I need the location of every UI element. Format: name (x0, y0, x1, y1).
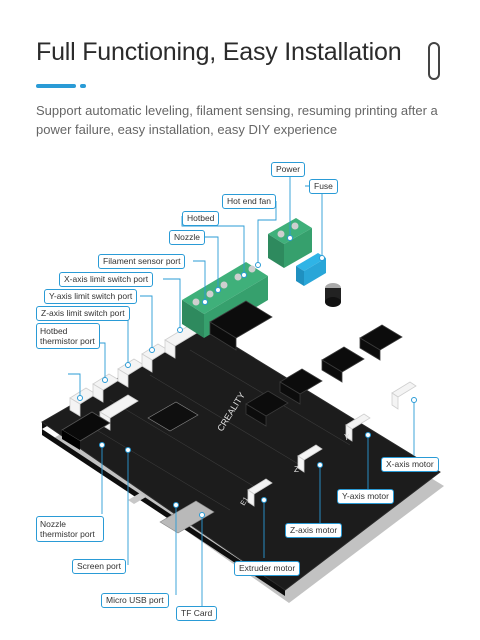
label-micro-usb-port: Micro USB port (101, 593, 169, 608)
label-hotbed: Hotbed (182, 211, 220, 226)
page-subtitle: Support automatic leveling, filament sen… (36, 103, 438, 137)
page-title: Full Functioning, Easy Installation (36, 38, 402, 66)
label-z-limit-switch-port: Z-axis limit switch port (36, 306, 130, 321)
label-filament-sensor-port: Filament sensor port (98, 254, 186, 269)
label-power: Power (271, 162, 306, 177)
label-y-axis-motor: Y-axis motor (337, 489, 394, 504)
label-z-axis-motor: Z-axis motor (285, 523, 343, 538)
title-accent-dot (80, 84, 86, 88)
title-accent-bar (36, 84, 76, 88)
label-y-limit-switch-port: Y-axis limit switch port (44, 289, 138, 304)
board-silk-e1: E1 (240, 496, 251, 507)
label-fuse: Fuse (309, 179, 338, 194)
tf-card-slot (159, 500, 215, 534)
fuse (296, 253, 326, 286)
label-extruder-motor: Extruder motor (234, 561, 301, 576)
label-nozzle-thermistor-port: Nozzle thermistor port (36, 516, 104, 542)
label-x-axis-motor: X-axis motor (381, 457, 439, 472)
mcu-chip (147, 401, 199, 432)
motherboard-diagram: CREALITY Y Z E1 (0, 150, 480, 640)
board-silk-y: Y (344, 433, 350, 442)
label-nozzle: Nozzle (169, 230, 205, 245)
label-screen-port: Screen port (72, 559, 126, 574)
label-tf-card: TF Card (176, 606, 218, 621)
label-hotbed-thermistor-port: Hotbed thermistor port (36, 323, 100, 349)
heatsinks (209, 300, 403, 427)
scroll-indicator-icon[interactable] (428, 42, 440, 80)
label-hot-end-fan: Hot end fan (222, 194, 276, 209)
board-silk-z: Z (294, 465, 299, 474)
label-x-limit-switch-port: X-axis limit switch port (59, 272, 154, 287)
micro-usb-connector (128, 493, 146, 504)
